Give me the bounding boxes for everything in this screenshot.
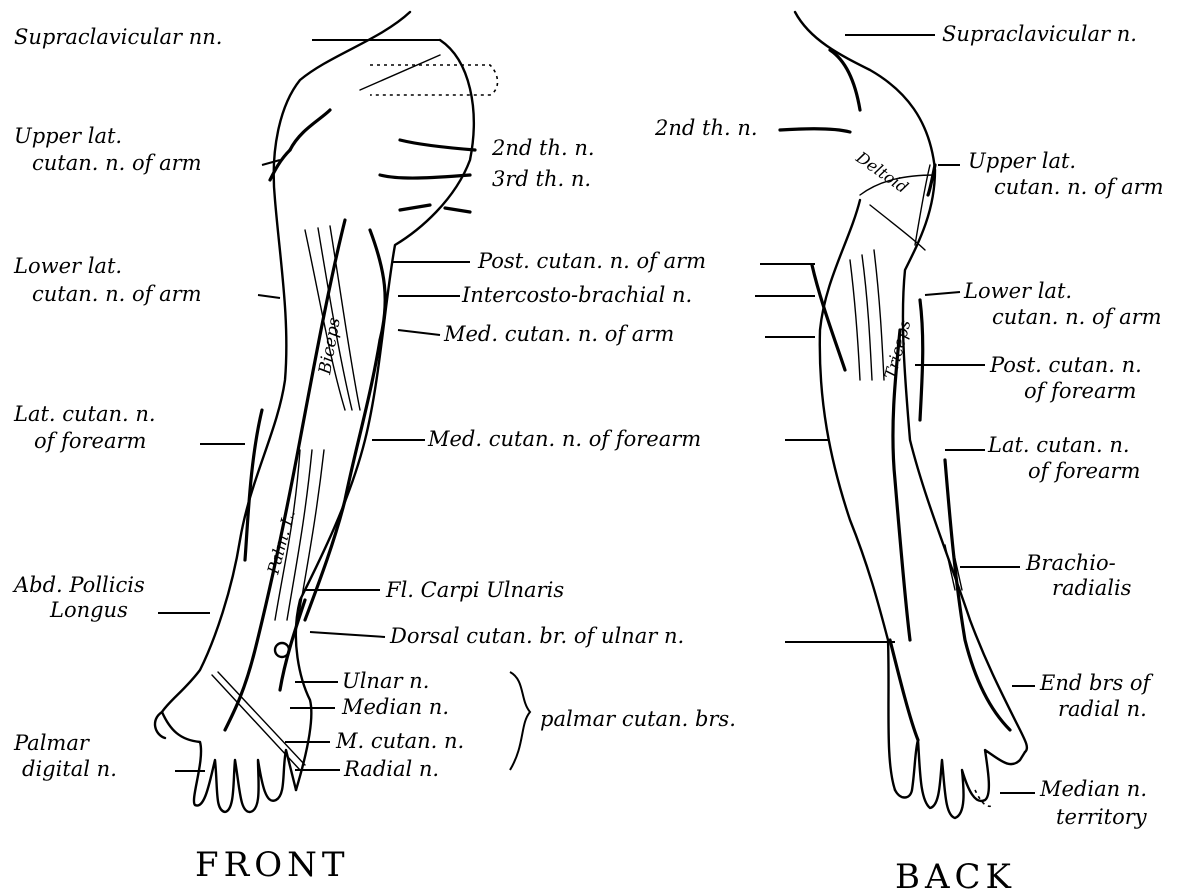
label-brachioradialis-1: Brachio- xyxy=(1025,551,1116,575)
label-median-territory-2: territory xyxy=(1056,805,1148,829)
label-lower-lat-back-1: Lower lat. xyxy=(963,279,1072,303)
label-post-cutan-forearm-2: of forearm xyxy=(1024,379,1136,403)
label-m-cutan-n: M. cutan. n. xyxy=(335,729,464,753)
label-median-n: Median n. xyxy=(341,695,449,719)
label-lower-lat-front-2: cutan. n. of arm xyxy=(32,282,202,306)
label-second-thoracic-back: 2nd th. n. xyxy=(654,116,758,140)
label-med-cutan-arm: Med. cutan. n. of arm xyxy=(443,322,674,346)
label-lat-forearm-back-1: Lat. cutan. n. xyxy=(987,433,1130,457)
label-deltoid: Deltoid xyxy=(852,147,912,197)
label-palmar-digital-1: Palmar xyxy=(13,731,91,755)
label-third-thoracic-front: 3rd th. n. xyxy=(492,167,591,191)
front-arm-drawing xyxy=(155,12,498,812)
label-post-cutan-forearm-1: Post. cutan. n. xyxy=(989,353,1142,377)
label-post-cutan-arm: Post. cutan. n. of arm xyxy=(477,249,706,273)
label-radial-n: Radial n. xyxy=(343,757,439,781)
label-fl-carpi-ulnaris: Fl. Carpi Ulnaris xyxy=(385,578,564,602)
label-intercostobrachial: Intercosto-brachial n. xyxy=(461,283,692,307)
label-lower-lat-back-2: cutan. n. of arm xyxy=(992,305,1162,329)
label-lat-forearm-front-2: of forearm xyxy=(34,429,146,453)
label-palmar-digital-2: digital n. xyxy=(22,757,117,781)
label-abd-pollicis-1: Abd. Pollicis xyxy=(12,573,145,597)
label-second-thoracic-front: 2nd th. n. xyxy=(491,136,595,160)
label-upper-lat-front-1: Upper lat. xyxy=(14,124,122,148)
label-supraclavicular-front: Supraclavicular nn. xyxy=(14,25,222,49)
label-end-brs-radial-1: End brs of xyxy=(1039,671,1154,695)
label-upper-lat-back-1: Upper lat. xyxy=(968,149,1076,173)
label-upper-lat-front-2: cutan. n. of arm xyxy=(32,151,202,175)
label-lat-forearm-front-1: Lat. cutan. n. xyxy=(13,402,156,426)
label-biceps: Biceps xyxy=(315,316,345,377)
label-brachioradialis-2: radialis xyxy=(1052,576,1132,600)
label-palmar-cutan-brs: palmar cutan. brs. xyxy=(540,707,736,731)
back-arm-drawing xyxy=(780,12,1027,818)
label-lat-forearm-back-2: of forearm xyxy=(1028,459,1140,483)
caption-front: FRONT xyxy=(195,845,350,885)
label-end-brs-radial-2: radial n. xyxy=(1058,697,1147,721)
label-ulnar-n: Ulnar n. xyxy=(342,669,429,693)
label-lower-lat-front-1: Lower lat. xyxy=(13,254,122,278)
label-abd-pollicis-2: Longus xyxy=(49,598,128,622)
label-median-territory-1: Median n. xyxy=(1039,777,1147,801)
label-med-cutan-forearm: Med. cutan. n. of forearm xyxy=(427,427,701,451)
label-triceps: Triceps xyxy=(881,318,915,381)
label-supraclavicular-back: Supraclavicular n. xyxy=(942,22,1137,46)
label-dorsal-ulnar: Dorsal cutan. br. of ulnar n. xyxy=(389,624,684,648)
label-palmaris-longus: Palm. L. xyxy=(263,508,299,577)
caption-back: BACK xyxy=(895,857,1016,896)
label-upper-lat-back-2: cutan. n. of arm xyxy=(994,175,1164,199)
